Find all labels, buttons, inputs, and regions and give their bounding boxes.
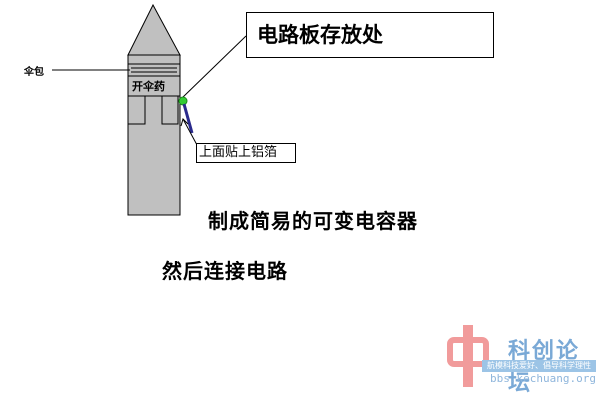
caption-circuit: 然后连接电路	[162, 259, 288, 283]
watermark-title: 科创论坛	[508, 338, 581, 396]
charge-compartment	[127, 75, 181, 97]
charge-label: 开伞药	[132, 80, 165, 93]
callout-leader	[181, 35, 247, 99]
umbrella-label: 伞包	[24, 67, 44, 78]
watermark-slogan: 航模科技爱好、倡导科学理性	[482, 360, 596, 372]
rocket-nose	[127, 3, 181, 56]
watermark-logo	[447, 325, 489, 387]
foil-label: 上面贴上铝箔	[196, 143, 296, 163]
foil-arrow	[182, 118, 198, 146]
watermark-url: bbs.kechuang.org	[490, 372, 596, 385]
caption-capacitor: 制成简易的可变电容器	[208, 209, 418, 233]
foil-strip	[182, 103, 194, 134]
umbrella-pack	[127, 63, 181, 77]
circuit-board-callout: 电路板存放处	[246, 12, 494, 58]
foil-tip-dot	[178, 96, 188, 106]
